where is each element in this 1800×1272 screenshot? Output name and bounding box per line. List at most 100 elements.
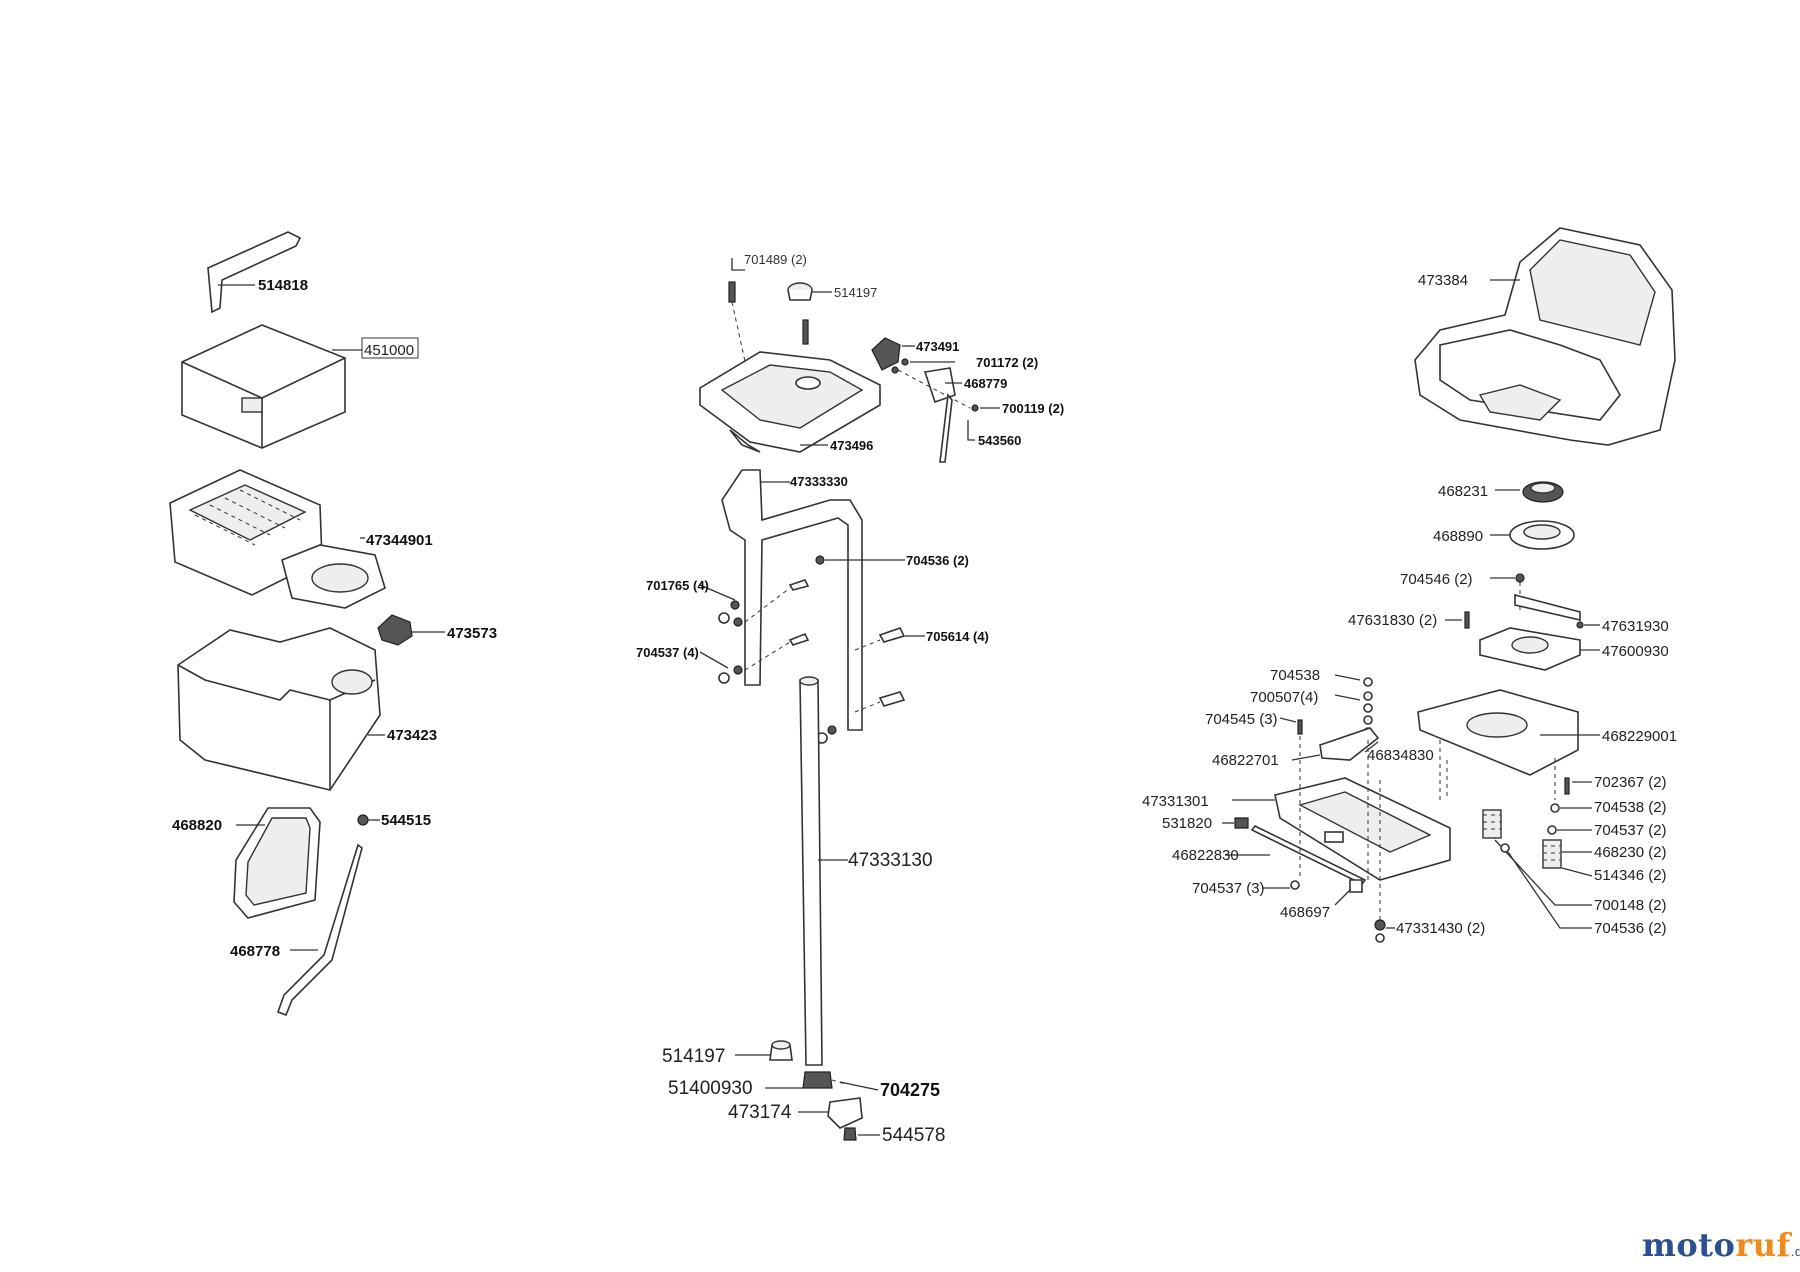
rail-47631930 xyxy=(1445,593,1600,629)
label-473384: 473384 xyxy=(1418,272,1468,289)
label-box-451000 xyxy=(361,337,419,359)
plug-514197-bottom xyxy=(735,1040,793,1061)
label-468890: 468890 xyxy=(1433,528,1483,545)
label-701172: 701172 (2) xyxy=(976,355,1038,370)
label-704536-right: 704536 (2) xyxy=(1594,920,1667,937)
bolt-702367 xyxy=(1564,777,1592,795)
clip-531820 xyxy=(1222,817,1249,829)
label-704275: 704275 xyxy=(880,1080,940,1100)
label-468779: 468779 xyxy=(964,376,1007,391)
lever-assembly xyxy=(891,358,1000,463)
label-704538-right: 704538 (2) xyxy=(1594,799,1667,816)
label-47631930: 47631930 xyxy=(1602,618,1669,635)
strap-514818 xyxy=(207,231,302,314)
label-47331430: 47331430 (2) xyxy=(1396,920,1485,937)
washer-704537-right xyxy=(1547,825,1592,835)
bushing-47331430 xyxy=(1374,780,1395,943)
bracket-46822701 xyxy=(1291,727,1380,761)
label-47333330: 47333330 xyxy=(790,474,848,489)
rod-46822830 xyxy=(1225,824,1367,886)
nut-704536-right xyxy=(1500,843,1592,929)
bracket-473174 xyxy=(798,1097,863,1129)
bracket-473496 xyxy=(699,351,881,453)
label-701489: 701489 (2) xyxy=(744,252,807,267)
seat-473384 xyxy=(1414,227,1676,446)
pin-704275 xyxy=(831,1079,879,1091)
label-700148: 700148 (2) xyxy=(1594,897,1667,914)
label-47600930: 47600930 xyxy=(1602,643,1669,660)
screw-701489 xyxy=(728,258,749,376)
label-514818: 514818 xyxy=(258,277,308,294)
brand-tld: .de xyxy=(1790,1244,1800,1259)
label-514346: 514346 (2) xyxy=(1594,867,1667,884)
label-544515: 544515 xyxy=(381,812,431,829)
grommet-514197-top xyxy=(787,282,832,345)
label-544578: 544578 xyxy=(882,1125,945,1146)
bolts-705614 xyxy=(816,627,925,744)
label-468231: 468231 xyxy=(1438,483,1488,500)
springs-468230 xyxy=(1482,809,1593,877)
label-51400930: 51400930 xyxy=(668,1078,753,1099)
plate-47600930 xyxy=(1479,627,1600,671)
label-704536-center: 704536 (2) xyxy=(906,553,969,568)
label-468778: 468778 xyxy=(230,943,280,960)
hose-468778 xyxy=(276,843,363,1017)
tank-473423 xyxy=(177,627,385,791)
bolts-701765 xyxy=(699,579,810,627)
label-473573: 473573 xyxy=(447,625,497,642)
pin-468697 xyxy=(1334,879,1363,906)
label-468820: 468820 xyxy=(172,817,222,834)
brand-part2: ruf xyxy=(1735,1226,1791,1264)
label-47344901: 47344901 xyxy=(366,532,433,549)
baseplate-468229001 xyxy=(1417,689,1600,800)
label-473174: 473174 xyxy=(728,1102,792,1123)
knob-473491 xyxy=(871,337,915,371)
label-704538-left: 704538 xyxy=(1270,667,1320,684)
clip-544515 xyxy=(357,814,380,826)
label-704546: 704546 (2) xyxy=(1400,571,1473,588)
label-46822701: 46822701 xyxy=(1212,752,1279,769)
label-514197-top: 514197 xyxy=(834,285,877,300)
label-451000: 451000 xyxy=(364,342,414,359)
cap-473573 xyxy=(377,614,445,646)
label-704537-right: 704537 (2) xyxy=(1594,822,1667,839)
frame-47333330 xyxy=(721,469,863,731)
nut-704536-center xyxy=(815,555,905,565)
label-543560: 543560 xyxy=(978,433,1021,448)
label-704537-center: 704537 (4) xyxy=(636,645,699,660)
cushion-468890 xyxy=(1490,520,1575,550)
washers-704537-center xyxy=(699,632,810,684)
assembly-lines-right xyxy=(1299,736,1448,880)
label-705614: 705614 (4) xyxy=(926,629,989,644)
label-468697: 468697 xyxy=(1280,904,1330,921)
label-701765: 701765 (4) xyxy=(646,578,709,593)
label-468229001: 468229001 xyxy=(1602,728,1677,745)
label-468230: 468230 (2) xyxy=(1594,844,1667,861)
label-47331301: 47331301 xyxy=(1142,793,1209,810)
label-47631830: 47631830 (2) xyxy=(1348,612,1437,629)
label-700119: 700119 (2) xyxy=(1002,401,1064,416)
brand-logo: motoruf.de xyxy=(1642,1226,1800,1264)
label-473423: 473423 xyxy=(387,727,437,744)
bushing-468231 xyxy=(1495,481,1564,503)
filter-468820 xyxy=(233,807,321,919)
clip-544578 xyxy=(843,1127,880,1141)
label-46834830: 46834830 xyxy=(1367,747,1434,764)
label-531820: 531820 xyxy=(1162,815,1212,832)
label-514197-bottom: 514197 xyxy=(662,1046,725,1067)
label-702367: 702367 (2) xyxy=(1594,774,1667,791)
label-704537-left: 704537 (3) xyxy=(1192,880,1265,897)
fitting-51400930 xyxy=(765,1071,833,1089)
screw-704546 xyxy=(1490,573,1525,610)
battery-451000 xyxy=(181,324,362,449)
frame-47331301 xyxy=(1232,777,1451,881)
label-47333130: 47333130 xyxy=(848,850,933,871)
label-473491: 473491 xyxy=(916,339,959,354)
washer-704538-right xyxy=(1550,803,1592,813)
label-704545: 704545 (3) xyxy=(1205,711,1278,728)
washer-704537-left xyxy=(1262,880,1300,890)
tray-47344901 xyxy=(169,469,386,609)
tube-47333130 xyxy=(799,676,848,1066)
